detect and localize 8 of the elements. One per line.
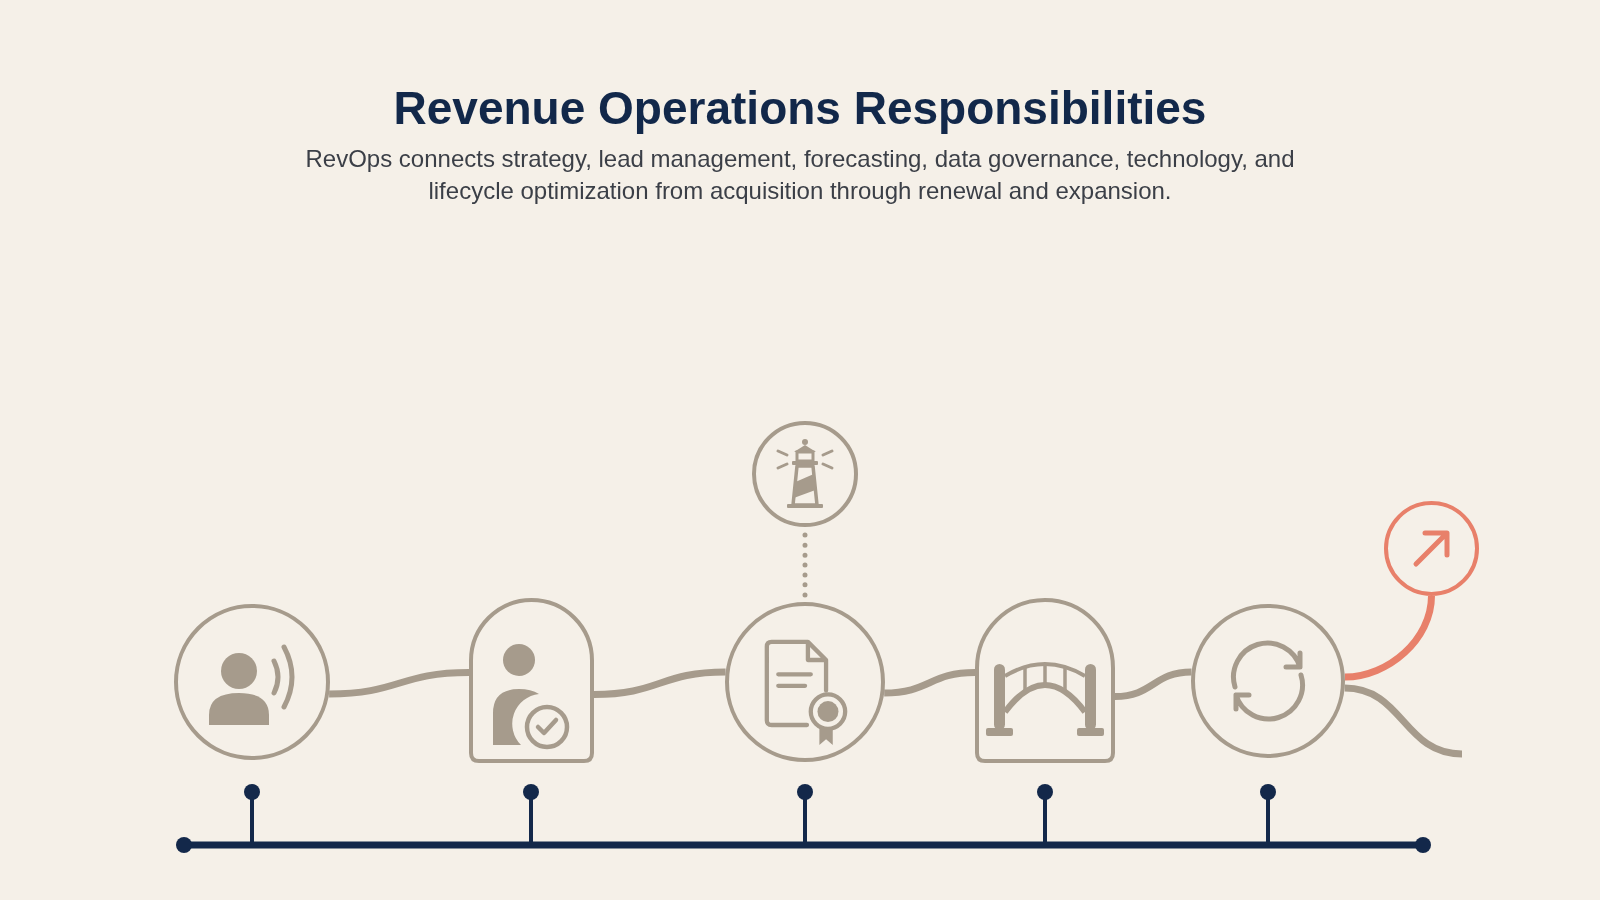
wavy-connector xyxy=(1344,684,1463,758)
wavy-connector xyxy=(884,669,976,697)
wavy-connector xyxy=(329,669,470,698)
subtitle: RevOps connects strategy, lead management, forecasting, data governance, technology, and lifecycle optimization from acquisition through renewal and expansion. xyxy=(304,144,1296,206)
title: Revenue Operations Responsibilities xyxy=(393,81,1207,135)
wavy-connector xyxy=(593,668,726,698)
wavy-connector xyxy=(1114,668,1192,700)
curved-connector xyxy=(1344,595,1435,681)
